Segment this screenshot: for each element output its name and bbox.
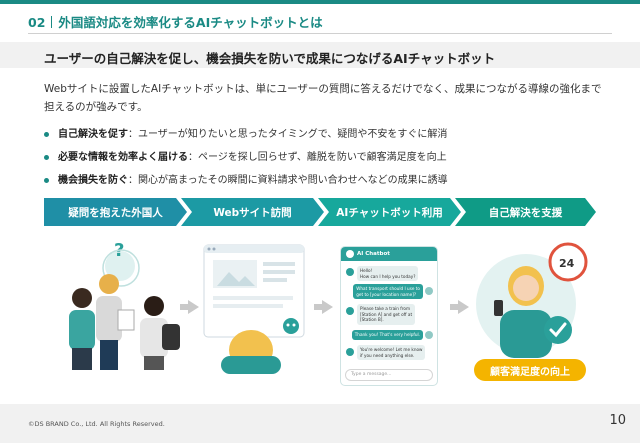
clock-24-icon: 24: [559, 257, 575, 270]
chat-input: Type a message...: [345, 369, 433, 381]
page-number: 10: [609, 413, 626, 428]
footer: [0, 404, 640, 443]
intro-paragraph: Webサイトに設置したAIチャットボットは、単にユーザーの質問に答えるだけでなく…: [44, 83, 602, 113]
benefit-item: 必要な情報を効率よく届ける：ページを探し回らせず、離脱を防いで顧客満足度を向上: [44, 146, 618, 169]
flow-step-website: Webサイト訪問: [181, 198, 324, 226]
benefit-term: 必要な情報を効率よく届ける: [58, 152, 188, 163]
chat-message-user: Thank you! That's very helpful.: [351, 330, 423, 340]
chat-message-bot: Please take a train from [Station A] and…: [357, 304, 416, 325]
flow-step-visitor: 疑問を抱えた外国人: [44, 198, 187, 226]
satisfied-user-illustration: 24: [476, 242, 588, 358]
benefit-item: 機会損失を防ぐ：関心が高まったその瞬間に資料請求や問い合わせへなどの成果に誘導: [44, 169, 618, 192]
bot-avatar-icon: [346, 268, 354, 276]
chatbot-window: AI Chatbot Hello! How can I help you tod…: [340, 246, 438, 386]
bullet-dot: [44, 178, 49, 183]
copyright: ©DS BRAND Co., Ltd. All Rights Reserved.: [28, 420, 165, 428]
benefit-term: 自己解決を促す: [58, 129, 128, 140]
section-divider: [51, 16, 53, 28]
arrow-icon: [180, 300, 199, 314]
user-avatar-icon: [425, 287, 433, 295]
subtitle: ユーザーの自己解決を促し、機会損失を防いで成果につなげるAIチャットボット: [44, 51, 496, 66]
user-avatar-icon: [425, 331, 433, 339]
arrow-icon: [450, 300, 469, 314]
flow-step-self-solve: 自己解決を支援: [455, 198, 596, 226]
process-flow: 疑問を抱えた外国人 Webサイト訪問 AIチャットボット利用 自己解決を支援: [44, 198, 596, 226]
satisfaction-badge: 顧客満足度の向上: [474, 359, 586, 381]
top-accent-rule: [0, 0, 640, 4]
robot-icon: [346, 250, 354, 258]
website-visit-illustration: [203, 244, 305, 374]
bullet-dot: [44, 132, 49, 137]
chatbot-title: AI Chatbot: [357, 251, 390, 257]
flow-step-chatbot: AIチャットボット利用: [318, 198, 461, 226]
subtitle-band: [0, 42, 640, 68]
benefit-list: 自己解決を促す：ユーザーが知りたいと思ったタイミングで、疑問や不安をすぐに解消 …: [44, 123, 618, 192]
section-underline: [28, 33, 612, 34]
arrow-icon: [314, 300, 333, 314]
section-heading: 02 外国語対応を効率化するAIチャットボットとは: [28, 12, 323, 31]
benefit-term: 機会損失を防ぐ: [58, 175, 128, 186]
chat-message-bot: You're welcome! Let me know if you need …: [357, 345, 426, 360]
chatbot-header: AI Chatbot: [341, 247, 437, 261]
section-title: 外国語対応を効率化するAIチャットボットとは: [58, 15, 323, 30]
bullet-dot: [44, 155, 49, 160]
bot-avatar-icon: [346, 348, 354, 356]
chat-message-bot: Hello! How can I help you today?: [357, 266, 419, 281]
benefit-item: 自己解決を促す：ユーザーが知りたいと思ったタイミングで、疑問や不安をすぐに解消: [44, 123, 618, 146]
chat-message-user: What transport should I use to get to [y…: [353, 284, 423, 299]
benefit-desc: ：関心が高まったその瞬間に資料請求や問い合わせへなどの成果に誘導: [128, 175, 448, 186]
benefit-desc: ：ページを探し回らせず、離脱を防いで顧客満足度を向上: [188, 152, 447, 163]
bot-avatar-icon: [346, 307, 354, 315]
benefit-desc: ：ユーザーが知りたいと思ったタイミングで、疑問や不安をすぐに解消: [128, 129, 448, 140]
confused-visitors-illustration: ?: [69, 240, 180, 370]
section-number: 02: [28, 15, 46, 30]
